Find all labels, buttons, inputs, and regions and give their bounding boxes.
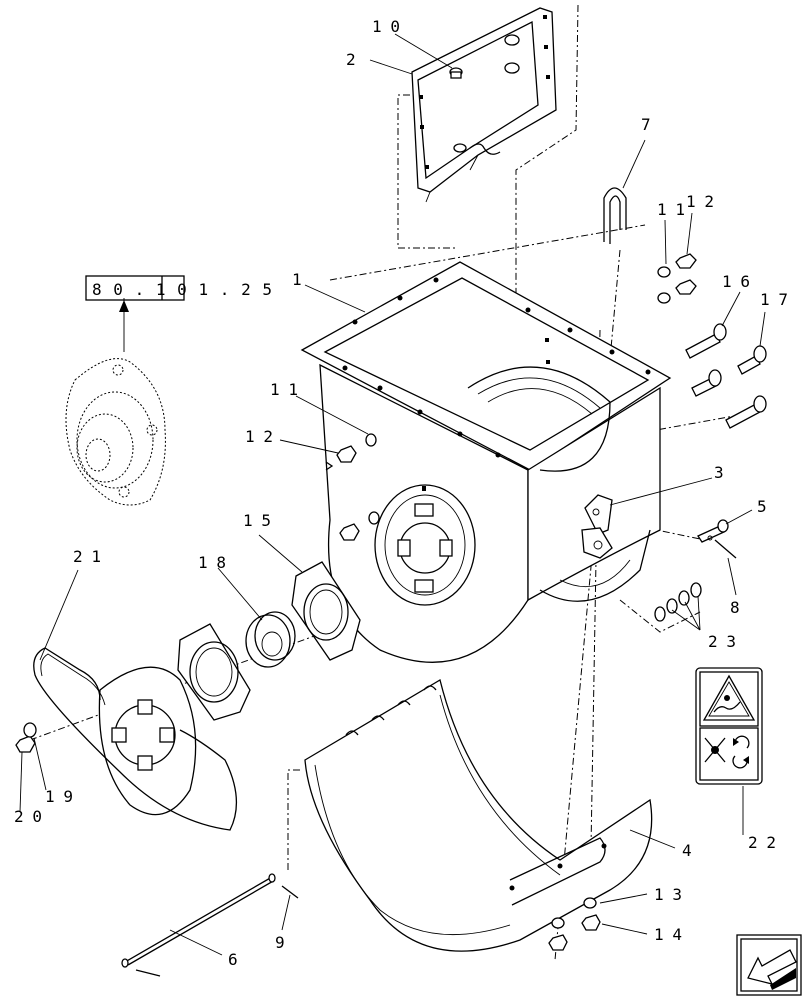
callout-11-right: 11: [657, 200, 685, 219]
leader-lines: [19, 33, 766, 956]
main-housing: [300, 261, 672, 663]
reference-box-label: 80.101.25: [92, 280, 272, 299]
callout-8: 8: [730, 598, 740, 617]
callout-12-right: 12: [686, 192, 714, 211]
callout-21: 21: [73, 547, 101, 566]
next-page-arrow-icon[interactable]: [736, 934, 802, 996]
callout-9: 9: [275, 933, 285, 952]
reference-box: 80.101.25: [85, 275, 272, 301]
cover-plate: [33, 647, 238, 831]
callout-16: 16: [722, 272, 750, 291]
callout-19: 19: [45, 787, 73, 806]
callout-3: 3: [714, 463, 724, 482]
decal-panel: [695, 667, 763, 785]
callout-1: 1: [292, 270, 302, 289]
callout-15: 15: [243, 511, 271, 530]
bottom-trough: [304, 678, 653, 952]
latch: [581, 494, 613, 559]
bearing-assembly: [177, 561, 361, 721]
callout-10: 10: [372, 17, 400, 36]
callout-13: 13: [654, 885, 682, 904]
mounting-bracket: [411, 7, 557, 203]
u-pin: [603, 187, 627, 244]
no-rotate-instruction-icon: [704, 735, 750, 769]
callout-2: 2: [346, 50, 356, 69]
reference-bearing-ghost: [65, 298, 166, 506]
callout-23: 23: [708, 632, 736, 651]
callout-22: 22: [748, 833, 776, 852]
callout-17: 17: [760, 290, 788, 309]
callout-12-left: 12: [245, 427, 273, 446]
callout-6: 6: [228, 950, 238, 969]
callout-18: 18: [198, 553, 226, 572]
entanglement-warning-icon: [702, 674, 756, 721]
callout-14: 14: [654, 925, 682, 944]
callout-7: 7: [641, 115, 651, 134]
callout-20: 20: [14, 807, 42, 826]
callout-4: 4: [682, 841, 692, 860]
bolt-group: [685, 323, 767, 429]
callout-5: 5: [757, 497, 767, 516]
callout-11-left: 11: [270, 380, 298, 399]
hardware: [15, 253, 767, 951]
rod: [121, 873, 299, 977]
